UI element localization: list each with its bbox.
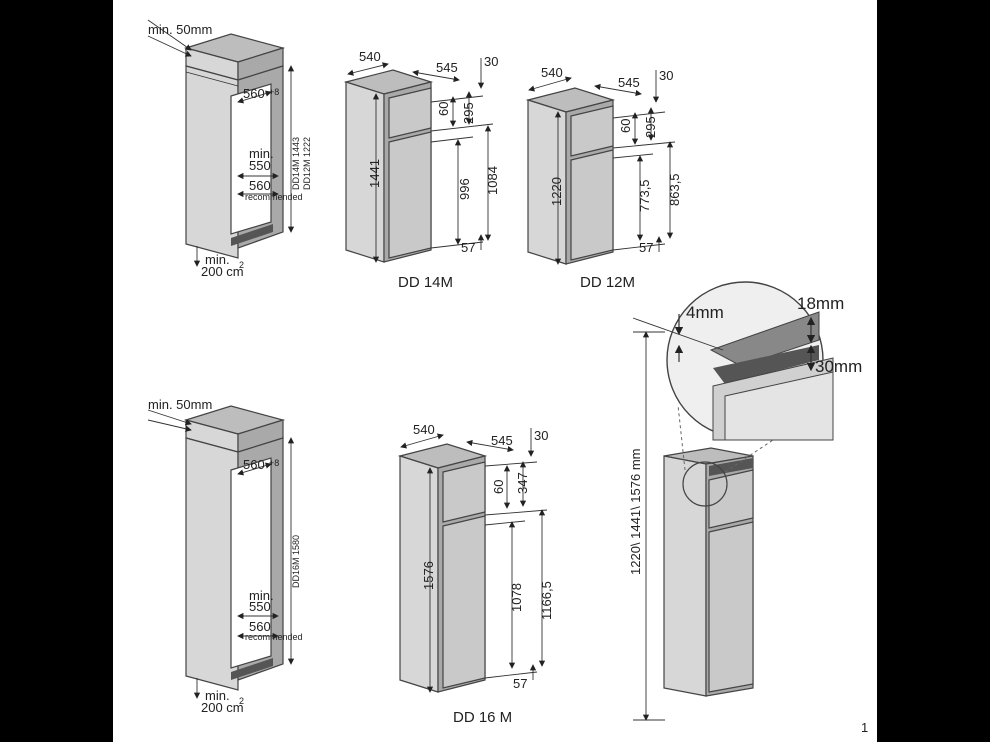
svg-text:200 cm: 200 cm	[201, 700, 244, 715]
dd14m-label: DD 14M	[398, 274, 453, 291]
manual-page: min. 50mm 560 +8 min. 550 560 recommende…	[113, 0, 877, 742]
svg-text:2: 2	[239, 696, 244, 706]
dd14m-height: 1441	[367, 159, 382, 188]
fridge-dd12m: 540 545 30 1220 60 295 773,5 863,5 57 DD…	[525, 65, 682, 291]
svg-text:+8: +8	[269, 87, 279, 97]
min-gap-label: min. 50mm	[148, 22, 212, 37]
svg-text:min.: min.	[205, 688, 230, 703]
dd16m-lower: 1078	[509, 583, 524, 612]
dd14m-lower: 996	[457, 178, 472, 200]
dd12m-gap: 30	[659, 68, 673, 83]
dd12m-height: 1220	[549, 177, 564, 206]
fridge-dd14m: 540 545 30 1441 60 295 996 1084 57 DD 14…	[343, 49, 500, 291]
svg-text:550: 550	[249, 599, 271, 614]
installation-detail: 4mm 18mm 30mm 1220\ 1441\ 1576 mm	[628, 281, 862, 721]
installation-diagram: min. 50mm 560 +8 min. 550 560 recommende…	[147, 19, 868, 735]
dd12m-top-gap: 60	[618, 119, 633, 133]
detail-thickness: 18mm	[797, 294, 844, 313]
svg-text:560: 560	[243, 457, 265, 472]
fridge-dd16m: 540 545 30 1576 60 347 1078 1166,5 57 DD…	[397, 422, 554, 726]
vent-area: 200 cm	[201, 264, 244, 279]
detail-bottom-gap: 30mm	[815, 357, 862, 376]
dd14m-depth: 545	[436, 60, 458, 75]
dd14m-foot: 57	[461, 240, 475, 255]
dd12m-foot: 57	[639, 240, 653, 255]
detail-top-gap: 4mm	[686, 303, 724, 322]
svg-text:560: 560	[249, 619, 271, 634]
dd16m-freezer: 347	[515, 472, 530, 494]
dd16m-foot: 57	[513, 676, 527, 691]
dd16m-width: 540	[413, 422, 435, 437]
dd16m-label: DD 16 M	[453, 709, 512, 726]
niche-height-dd14m: DD14M 1443	[291, 137, 301, 190]
niche-width: 560	[243, 86, 265, 101]
dd16m-upper: 1166,5	[539, 581, 554, 620]
dd14m-top-gap: 60	[436, 102, 451, 116]
svg-text:min.: min.	[249, 588, 274, 603]
dd16m-height: 1576	[421, 561, 436, 590]
niche-height-dd12m: DD12M 1222	[302, 137, 312, 190]
dd12m-lower: 773,5	[637, 179, 652, 212]
dd16m-depth: 545	[491, 433, 513, 448]
dd14m-upper: 1084	[485, 166, 500, 195]
detail-heights: 1220\ 1441\ 1576 mm	[628, 449, 643, 575]
svg-text:recommended: recommended	[245, 192, 303, 202]
svg-text:+8: +8	[269, 458, 279, 468]
dd16m-top-gap: 60	[491, 480, 506, 494]
svg-text:min. 50mm: min. 50mm	[148, 397, 212, 412]
dd12m-upper: 863,5	[667, 173, 682, 206]
dd14m-freezer: 295	[461, 102, 476, 124]
dd12m-label: DD 12M	[580, 274, 635, 291]
dd12m-width: 540	[541, 65, 563, 80]
niche-min-depth: 550	[249, 158, 271, 173]
dd12m-depth: 545	[618, 75, 640, 90]
dd12m-freezer: 295	[643, 116, 658, 138]
dd14m-width: 540	[359, 49, 381, 64]
niche-rec-depth: 560	[249, 178, 271, 193]
svg-text:2: 2	[239, 260, 244, 270]
page-number: 1	[861, 720, 868, 735]
dd14m-gap: 30	[484, 54, 498, 69]
niche-cabinet-top: min. 50mm 560 +8 min. 550 560 recommende…	[147, 19, 312, 279]
niche-cabinet-bottom: min. 50mm 560 +8 min. 550 560 recommende…	[147, 397, 303, 715]
svg-text:min.: min.	[249, 146, 274, 161]
svg-text:recommended: recommended	[245, 632, 303, 642]
niche-height-dd16m: DD16M 1580	[291, 535, 301, 588]
svg-text:min.: min.	[205, 252, 230, 267]
dd16m-gap: 30	[534, 428, 548, 443]
